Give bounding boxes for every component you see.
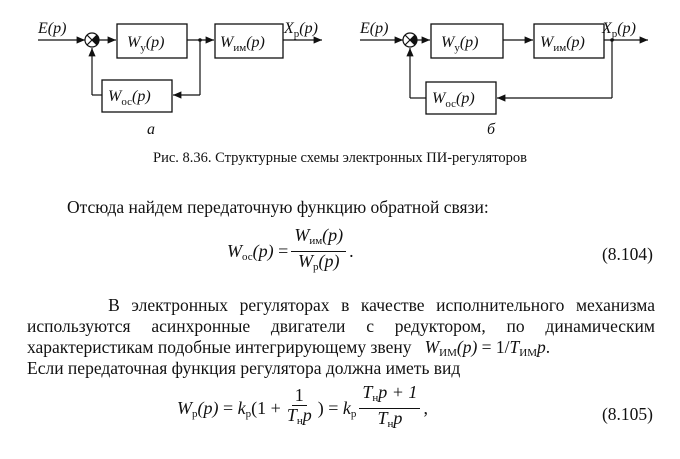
svg-text:Wос(p): Wос(p)	[432, 90, 475, 110]
svg-text:E(p): E(p)	[359, 20, 388, 37]
paragraph-2-line-3: характеристикам подобные интегрирующему …	[27, 337, 551, 359]
svg-text:Wос(p): Wос(p)	[108, 88, 151, 108]
diagram-a: E(p) Wу(p) Wим(p) Xр(p) Wос(p) а	[37, 20, 322, 138]
svg-text:Wим(p): Wим(p)	[540, 34, 585, 54]
actuator-block-a	[214, 23, 284, 59]
actuator-block-b	[533, 23, 605, 59]
paragraph-2-line-2: используются асинхронные двигатели с ред…	[27, 316, 655, 336]
feedback-block-b	[425, 81, 497, 115]
equation-number-8-104: (8.104)	[601, 244, 653, 264]
svg-text:Wим(p): Wим(p)	[220, 34, 265, 54]
equation-8-104: Wос(p) = Wим(p) Wр(p) .	[227, 225, 354, 274]
figure-caption: Рис. 8.36. Структурные схемы электронных…	[153, 150, 527, 166]
svg-text:Xр(p): Xр(p)	[601, 20, 636, 40]
diagram-label-a: а	[147, 121, 155, 138]
diagram-b: E(p) Wу(p) Wим(p) Xр(p) Wос(p) б	[359, 20, 648, 138]
summing-junction-b	[402, 32, 418, 48]
paragraph-2-line-4: Если передаточная функция регулятора дол…	[27, 358, 461, 378]
input-label-a: E(p)	[37, 20, 66, 37]
equation-number-8-105: (8.105)	[601, 404, 653, 424]
svg-text:Wу(p): Wу(p)	[127, 34, 164, 54]
svg-text:Wу(p): Wу(p)	[441, 34, 478, 54]
paragraph-1: Отсюда найдем передаточную функцию обрат…	[67, 197, 489, 217]
paragraph-2-line-1: В электронных регуляторах в качестве исп…	[108, 295, 655, 315]
summing-junction-a	[84, 32, 100, 48]
equation-8-105: Wр(p) = kр(1 + 1 Tнp ) = kр Tнp + 1 Tнp …	[177, 382, 428, 431]
controller-block-b	[430, 23, 504, 59]
feedback-block-a	[101, 79, 173, 113]
svg-text:Xр(p): Xр(p)	[283, 20, 318, 40]
diagram-label-b: б	[487, 121, 496, 138]
controller-block-a	[116, 23, 188, 59]
